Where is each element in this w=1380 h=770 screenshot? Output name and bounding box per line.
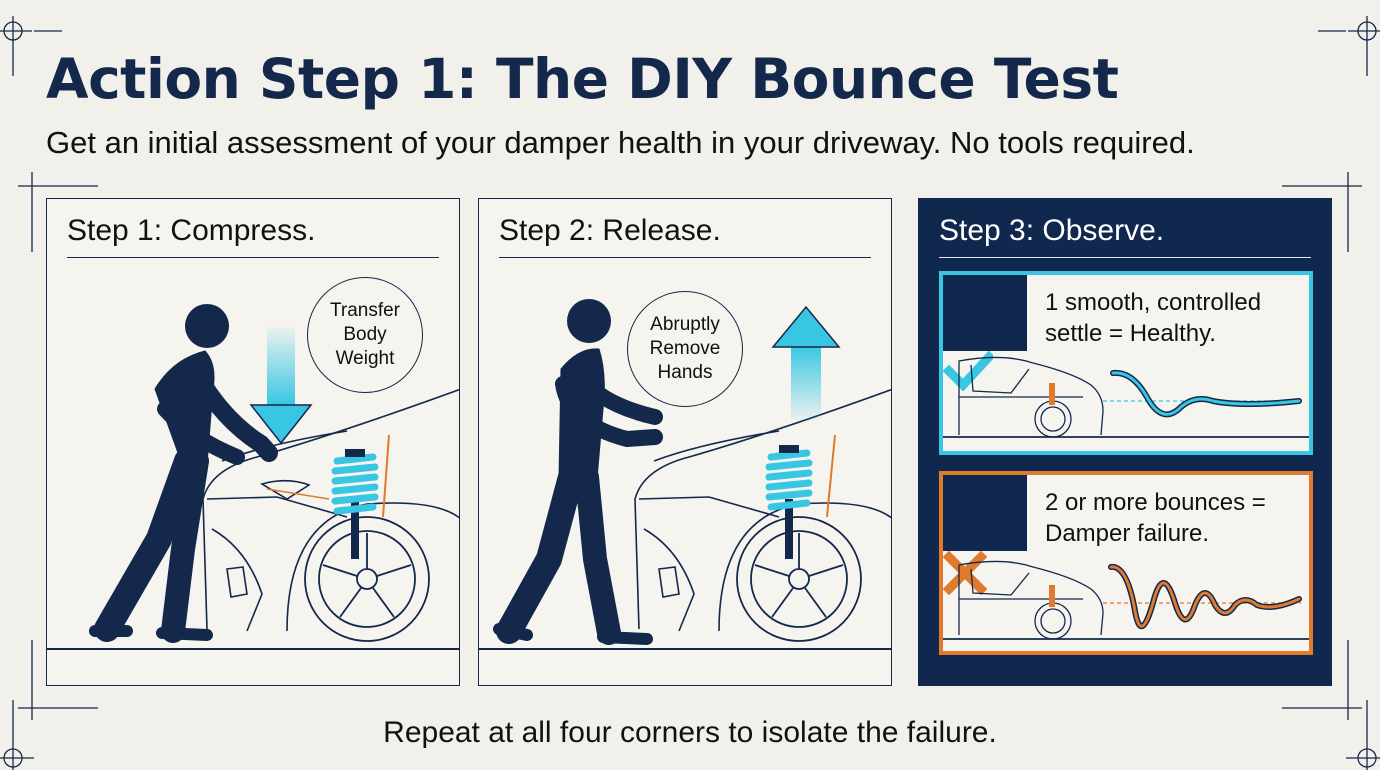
x-mark-icon-box bbox=[943, 475, 1027, 595]
step-3-divider bbox=[939, 257, 1311, 258]
coil-spring-damper bbox=[266, 434, 390, 559]
step-1-title: Step 1: Compress. bbox=[67, 214, 316, 247]
failure-result-card: 2 or more bounces = Damper failure. bbox=[939, 471, 1313, 655]
crop-mark-bottom-right bbox=[1346, 700, 1380, 770]
footer-note: Repeat at all four corners to isolate th… bbox=[383, 716, 997, 749]
car-front-drawing bbox=[634, 388, 891, 632]
person-figure bbox=[89, 304, 278, 643]
down-arrow-icon bbox=[249, 327, 313, 445]
frame-mark-bottom-right bbox=[1282, 640, 1362, 720]
step-2-illustration bbox=[479, 299, 891, 650]
page-subtitle: Get an initial assessment of your damper… bbox=[46, 125, 1195, 160]
wheel-drawing bbox=[304, 516, 430, 642]
step-1-divider bbox=[67, 257, 439, 258]
failure-oscillation-wave bbox=[1108, 564, 1302, 629]
frame-mark-right bbox=[1282, 172, 1362, 252]
step-1-illustration bbox=[47, 304, 459, 650]
step-3-panel: Step 3: Observe. 1 smooth, controlled se… bbox=[918, 198, 1332, 686]
frame-mark-left bbox=[18, 172, 98, 252]
healthy-result-text: 1 smooth, controlled settle = Healthy. bbox=[1045, 289, 1262, 348]
healthy-result-card: 1 smooth, controlled settle = Healthy. bbox=[939, 271, 1313, 455]
person-figure bbox=[493, 299, 663, 645]
step-1-callout: Transfer Body Weight bbox=[307, 277, 423, 393]
checkmark-icon-box bbox=[943, 275, 1027, 391]
up-arrow-icon bbox=[771, 305, 841, 421]
wheel-drawing bbox=[736, 516, 862, 642]
coil-spring-damper bbox=[765, 434, 836, 559]
step-1-panel: Step 1: Compress. Transfer Body Weight bbox=[46, 198, 460, 686]
step-3-title: Step 3: Observe. bbox=[939, 214, 1165, 247]
failure-result-text: 2 or more bounces = Damper failure. bbox=[1045, 489, 1266, 548]
crop-mark-top-right bbox=[1318, 16, 1380, 76]
step-2-divider bbox=[499, 257, 871, 258]
crop-mark-top-left bbox=[0, 16, 62, 76]
healthy-car-illustration bbox=[943, 356, 1309, 438]
page-title: Action Step 1: The DIY Bounce Test bbox=[46, 47, 1119, 111]
step-2-title: Step 2: Release. bbox=[499, 214, 721, 247]
healthy-damping-wave bbox=[1110, 369, 1302, 418]
failure-car-illustration bbox=[943, 560, 1309, 640]
step-2-callout: Abruptly Remove Hands bbox=[627, 291, 743, 407]
frame-mark-bottom-left bbox=[18, 640, 98, 720]
step-2-panel: Step 2: Release. Abruptly Remove Hands bbox=[478, 198, 892, 686]
crop-mark-bottom-left bbox=[0, 700, 34, 770]
checkmark-icon bbox=[943, 351, 993, 391]
